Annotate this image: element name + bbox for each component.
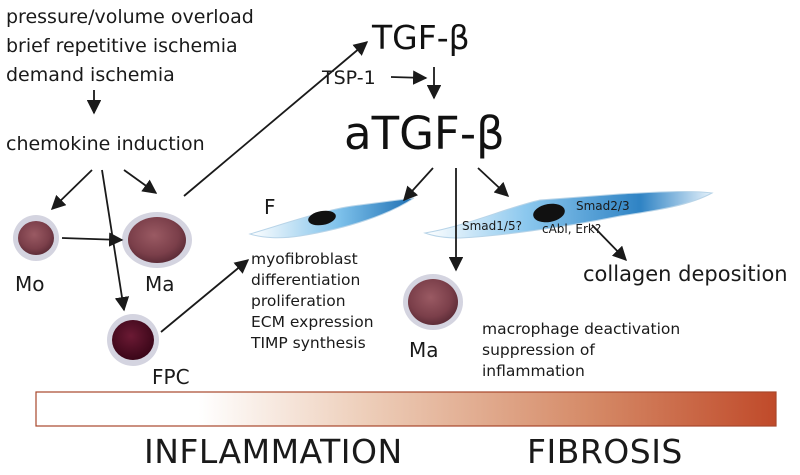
fibroblast-effect-proliferation: proliferation bbox=[251, 292, 346, 310]
macrophage-effect-deactivation: macrophage deactivation bbox=[482, 320, 681, 338]
trigger-demand-ischemia: demand ischemia bbox=[6, 64, 175, 86]
fibroblast-effect-differentiation: differentiation bbox=[251, 271, 361, 289]
deactivated-macrophage-label: Ma bbox=[409, 338, 439, 362]
arrow-fpc-to-fibroblast bbox=[160, 259, 250, 333]
arrow-tsp1-to-tgf bbox=[390, 70, 428, 85]
trigger-pressure-volume: pressure/volume overload bbox=[6, 6, 254, 28]
macrophage-effect-suppression: suppression of bbox=[482, 341, 595, 359]
arrow-chemokine-to-mo bbox=[50, 169, 93, 211]
smad23-label: Smad2/3 bbox=[576, 199, 630, 213]
monocyte-cell bbox=[13, 215, 59, 261]
fibrosis-phase-label: FIBROSIS bbox=[527, 432, 683, 471]
macrophage-label: Ma bbox=[145, 272, 175, 296]
monocyte-label: Mo bbox=[15, 272, 45, 296]
deactivated-macrophage-cell bbox=[403, 274, 463, 330]
fibrocyte-cell bbox=[107, 314, 159, 366]
arrow-ma-to-tgf bbox=[183, 41, 369, 197]
smad15-label: Smad1/5? bbox=[462, 219, 522, 233]
chemokine-induction-label: chemokine induction bbox=[6, 133, 205, 155]
collagen-deposition-label: collagen deposition bbox=[583, 262, 788, 286]
macrophage-cell bbox=[122, 212, 192, 268]
phase-gradient-bar bbox=[35, 391, 777, 427]
arrow-signaling-to-collagen bbox=[591, 224, 628, 262]
fibroblast-effect-myofibroblast: myofibroblast bbox=[251, 250, 358, 268]
fpc-label: FPC bbox=[152, 365, 190, 389]
tsp1-label: TSP-1 bbox=[322, 67, 376, 89]
tgf-beta-active: aTGF-β bbox=[344, 107, 505, 160]
macrophage-effect-inflammation: inflammation bbox=[482, 362, 585, 380]
fibroblast-effect-timp: TIMP synthesis bbox=[251, 334, 366, 352]
arrow-atgf-to-fibroblast bbox=[403, 167, 434, 202]
tgf-beta-latent: TGF-β bbox=[372, 18, 470, 57]
fibroblast-cell bbox=[248, 197, 415, 239]
arrow-atgf-to-myofibroblast bbox=[477, 167, 510, 197]
fibroblast-label: F bbox=[264, 195, 276, 219]
arrow-mo-to-ma bbox=[61, 232, 124, 247]
myofibroblast-cell bbox=[423, 190, 714, 239]
arrow-chemokine-to-ma bbox=[123, 169, 158, 194]
trigger-brief-ischemia: brief repetitive ischemia bbox=[6, 35, 238, 57]
fibroblast-effect-ecm: ECM expression bbox=[251, 313, 374, 331]
inflammation-phase-label: INFLAMMATION bbox=[144, 432, 403, 471]
cabl-erk-label: cAbl, Erk? bbox=[542, 222, 602, 236]
